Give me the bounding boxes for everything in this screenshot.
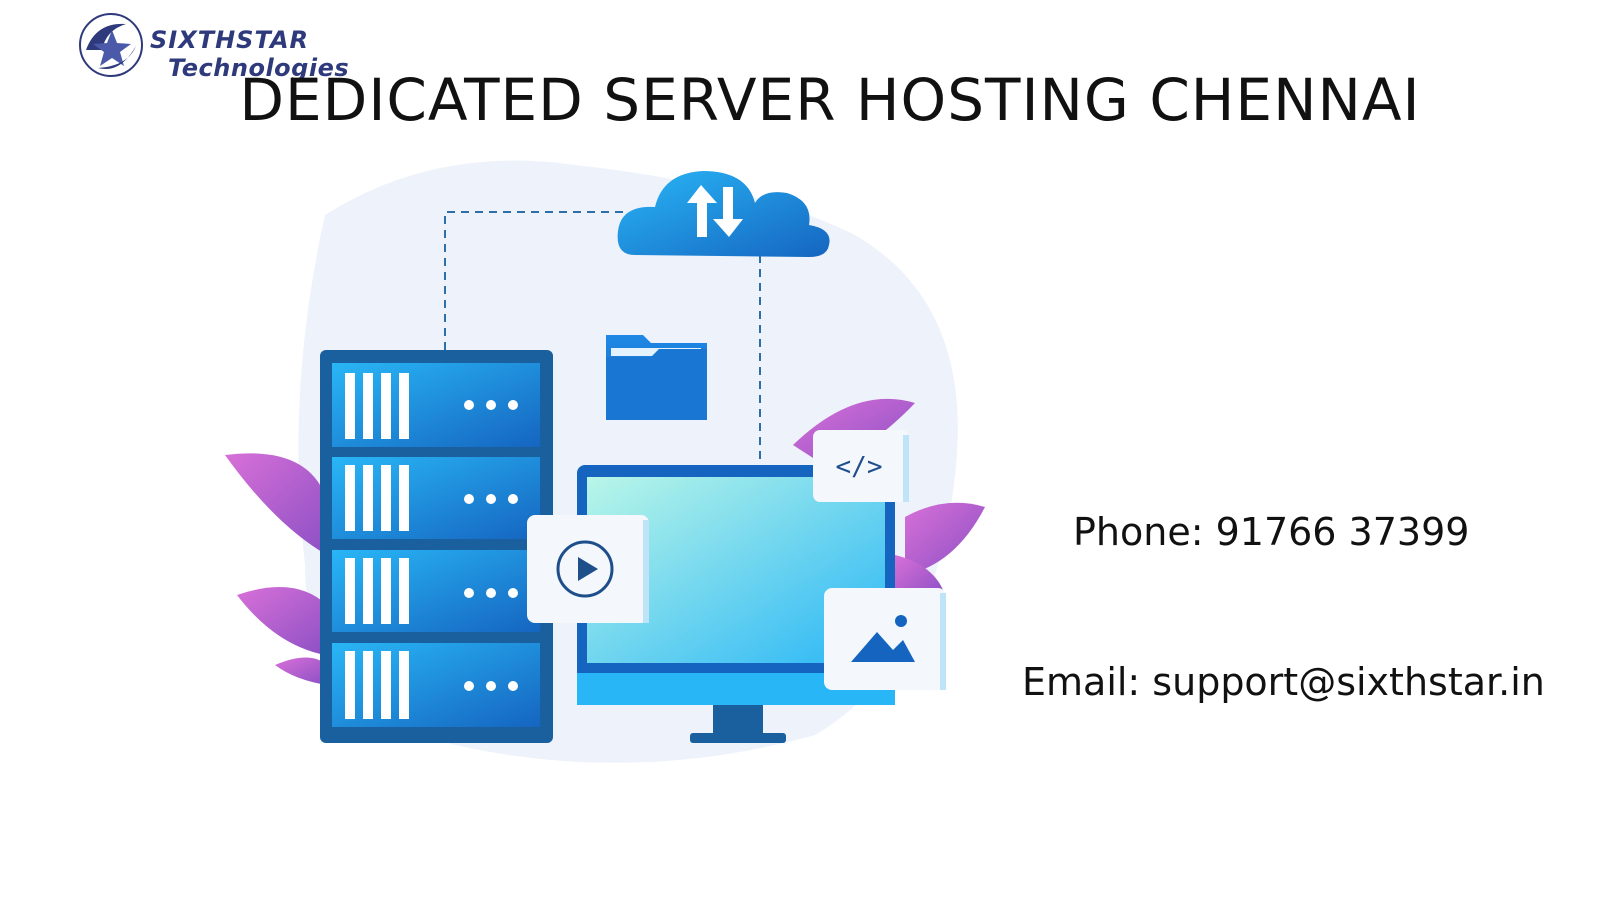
hosting-illustration: </>	[225, 160, 985, 763]
leaf-icon	[225, 453, 331, 685]
page-title: DEDICATED SERVER HOSTING CHENNAI	[239, 66, 1421, 134]
server-unit	[332, 550, 540, 632]
code-icon: </>	[813, 430, 909, 502]
cloud-sync-icon	[617, 171, 830, 257]
play-icon	[527, 515, 649, 623]
image-icon	[824, 588, 946, 690]
connector-line	[444, 211, 625, 350]
server-unit	[332, 643, 540, 727]
contact-phone: Phone: 91766 37399	[1073, 510, 1470, 554]
code-label: </>	[836, 452, 883, 482]
server-unit	[332, 457, 540, 539]
logo-text-tagline: Technologies	[168, 54, 350, 82]
server-unit	[332, 363, 540, 447]
company-logo: SIXTHSTAR Technologies	[76, 10, 376, 82]
contact-email: Email: support@sixthstar.in	[1022, 660, 1545, 704]
server-rack-icon	[320, 350, 553, 743]
folder-icon	[606, 335, 707, 420]
logo-text-brand: SIXTHSTAR	[150, 26, 310, 54]
star-swirl-icon	[79, 13, 143, 77]
